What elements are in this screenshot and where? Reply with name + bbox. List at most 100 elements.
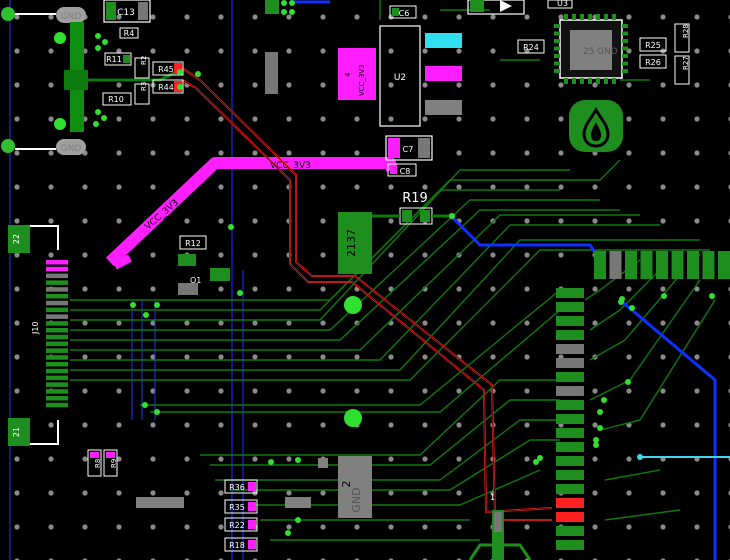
r19-label: R19 bbox=[402, 191, 428, 206]
ic-u3[interactable]: U3 25 GND bbox=[547, 0, 623, 79]
resistor-r26[interactable]: R26 bbox=[639, 54, 667, 69]
j10-pin bbox=[46, 368, 68, 374]
r28-label: R28 bbox=[682, 24, 690, 38]
resistor-r9[interactable]: R9 bbox=[103, 449, 118, 477]
gnd-label-bottom: GND bbox=[61, 144, 82, 154]
ic-pad bbox=[556, 302, 584, 312]
j10-pin bbox=[46, 260, 68, 265]
resistor-r45[interactable]: R45 bbox=[152, 61, 184, 76]
gnd-label-top: GND bbox=[61, 12, 82, 22]
resistor-r4[interactable]: R4 bbox=[119, 27, 139, 39]
j10-pin bbox=[46, 348, 68, 353]
j10-pin bbox=[46, 280, 68, 285]
ic-pad bbox=[556, 470, 584, 480]
r27-label: R27 bbox=[682, 56, 690, 70]
u3-pin bbox=[580, 78, 584, 84]
capacitor-c6[interactable]: C6 bbox=[389, 5, 417, 19]
ic-pad bbox=[702, 251, 715, 279]
u3-pin bbox=[596, 14, 600, 20]
u3-pin bbox=[572, 78, 576, 84]
ic-pad bbox=[556, 386, 584, 396]
r25-label: R25 bbox=[645, 41, 661, 50]
r36-label: R36 bbox=[229, 483, 245, 492]
ic-pad bbox=[718, 251, 730, 279]
r4-label: R4 bbox=[124, 29, 135, 38]
via bbox=[295, 517, 301, 523]
u3-pin bbox=[622, 69, 628, 73]
ic-pad bbox=[556, 372, 584, 382]
j10-pin bbox=[46, 402, 68, 408]
resistor-r10[interactable]: R10 bbox=[102, 92, 132, 106]
via bbox=[195, 71, 201, 77]
resistor-r35[interactable]: R35 bbox=[224, 499, 258, 514]
via bbox=[177, 84, 183, 90]
ic-pad bbox=[556, 442, 584, 452]
via bbox=[449, 213, 455, 219]
u3-pin bbox=[588, 14, 592, 20]
transistor-q1[interactable]: Q1 bbox=[178, 268, 230, 295]
pad-cluster-top bbox=[265, 0, 295, 15]
via bbox=[143, 312, 149, 318]
crystal-2137[interactable]: 2137 bbox=[338, 212, 372, 274]
resistor-r22[interactable]: R22 bbox=[224, 517, 258, 532]
j10-pin bbox=[46, 273, 68, 279]
c7-label: C7 bbox=[403, 145, 414, 154]
via bbox=[154, 409, 160, 415]
via bbox=[597, 409, 603, 415]
resistor-r28[interactable]: R28 bbox=[674, 23, 690, 53]
chip-bottom: 1 bbox=[468, 493, 532, 560]
resistor-r36[interactable]: R36 bbox=[224, 479, 258, 494]
j10-pin bbox=[46, 382, 68, 387]
pad-dots-left bbox=[93, 33, 108, 127]
r45-label: R45 bbox=[158, 65, 174, 74]
diff-pair-inner bbox=[181, 67, 553, 521]
u2-label: U2 bbox=[394, 73, 406, 83]
u3-pin bbox=[580, 14, 584, 20]
regulator-u2[interactable]: 4 VCC_3V3 U2 bbox=[338, 25, 462, 127]
resistor-r27[interactable]: R27 bbox=[674, 55, 690, 85]
u3-pin bbox=[564, 78, 568, 84]
resistor-r8[interactable]: R8 bbox=[87, 449, 102, 477]
connector-j10[interactable]: 22 21 J10 bbox=[8, 225, 59, 446]
j10-pin21-label: 21 bbox=[12, 427, 21, 437]
via bbox=[533, 459, 539, 465]
r12-label: R12 bbox=[185, 239, 201, 248]
u3-pin bbox=[554, 69, 560, 73]
resistor-r11[interactable]: R11 bbox=[104, 52, 132, 66]
j10-pin bbox=[46, 266, 68, 272]
capacitor-c7[interactable]: C7 bbox=[385, 135, 433, 161]
via bbox=[142, 402, 148, 408]
u3-pin bbox=[622, 61, 628, 66]
via bbox=[625, 379, 631, 385]
ic-pad bbox=[671, 251, 684, 279]
resistor-r12[interactable]: R12 bbox=[178, 235, 207, 266]
pad-grey-vertical bbox=[265, 52, 278, 94]
r26-label: R26 bbox=[645, 58, 661, 67]
r3-label: R3 bbox=[140, 82, 148, 91]
via bbox=[537, 455, 543, 461]
via bbox=[661, 293, 667, 299]
ic-pad bbox=[556, 526, 584, 536]
ic-pad bbox=[556, 330, 584, 340]
j10-pin bbox=[46, 375, 68, 381]
resistor-r24[interactable]: R24 bbox=[517, 39, 545, 54]
test-point-1 bbox=[344, 296, 362, 314]
u3-pin bbox=[564, 14, 568, 20]
ic-pad bbox=[625, 251, 637, 279]
ic-pad-row bbox=[594, 251, 730, 279]
c8-label: C8 bbox=[400, 167, 411, 176]
diode-top bbox=[467, 0, 525, 15]
ic-pad bbox=[556, 344, 584, 354]
ic-pad bbox=[556, 456, 584, 466]
resistor-r25[interactable]: R25 bbox=[639, 37, 667, 52]
via bbox=[601, 397, 607, 403]
via bbox=[629, 305, 635, 311]
resistor-r3[interactable]: R3 bbox=[134, 82, 150, 105]
resistor-r2[interactable]: R2 bbox=[134, 56, 150, 79]
resistor-r18[interactable]: R18 bbox=[224, 537, 258, 552]
j10-pin bbox=[46, 389, 68, 394]
capacitor-c13[interactable]: C13 bbox=[103, 0, 151, 23]
capacitor-c8[interactable]: C8 bbox=[387, 163, 417, 177]
gnd-block-bottom: 2 GND bbox=[338, 456, 372, 518]
ic-pad bbox=[556, 414, 584, 424]
